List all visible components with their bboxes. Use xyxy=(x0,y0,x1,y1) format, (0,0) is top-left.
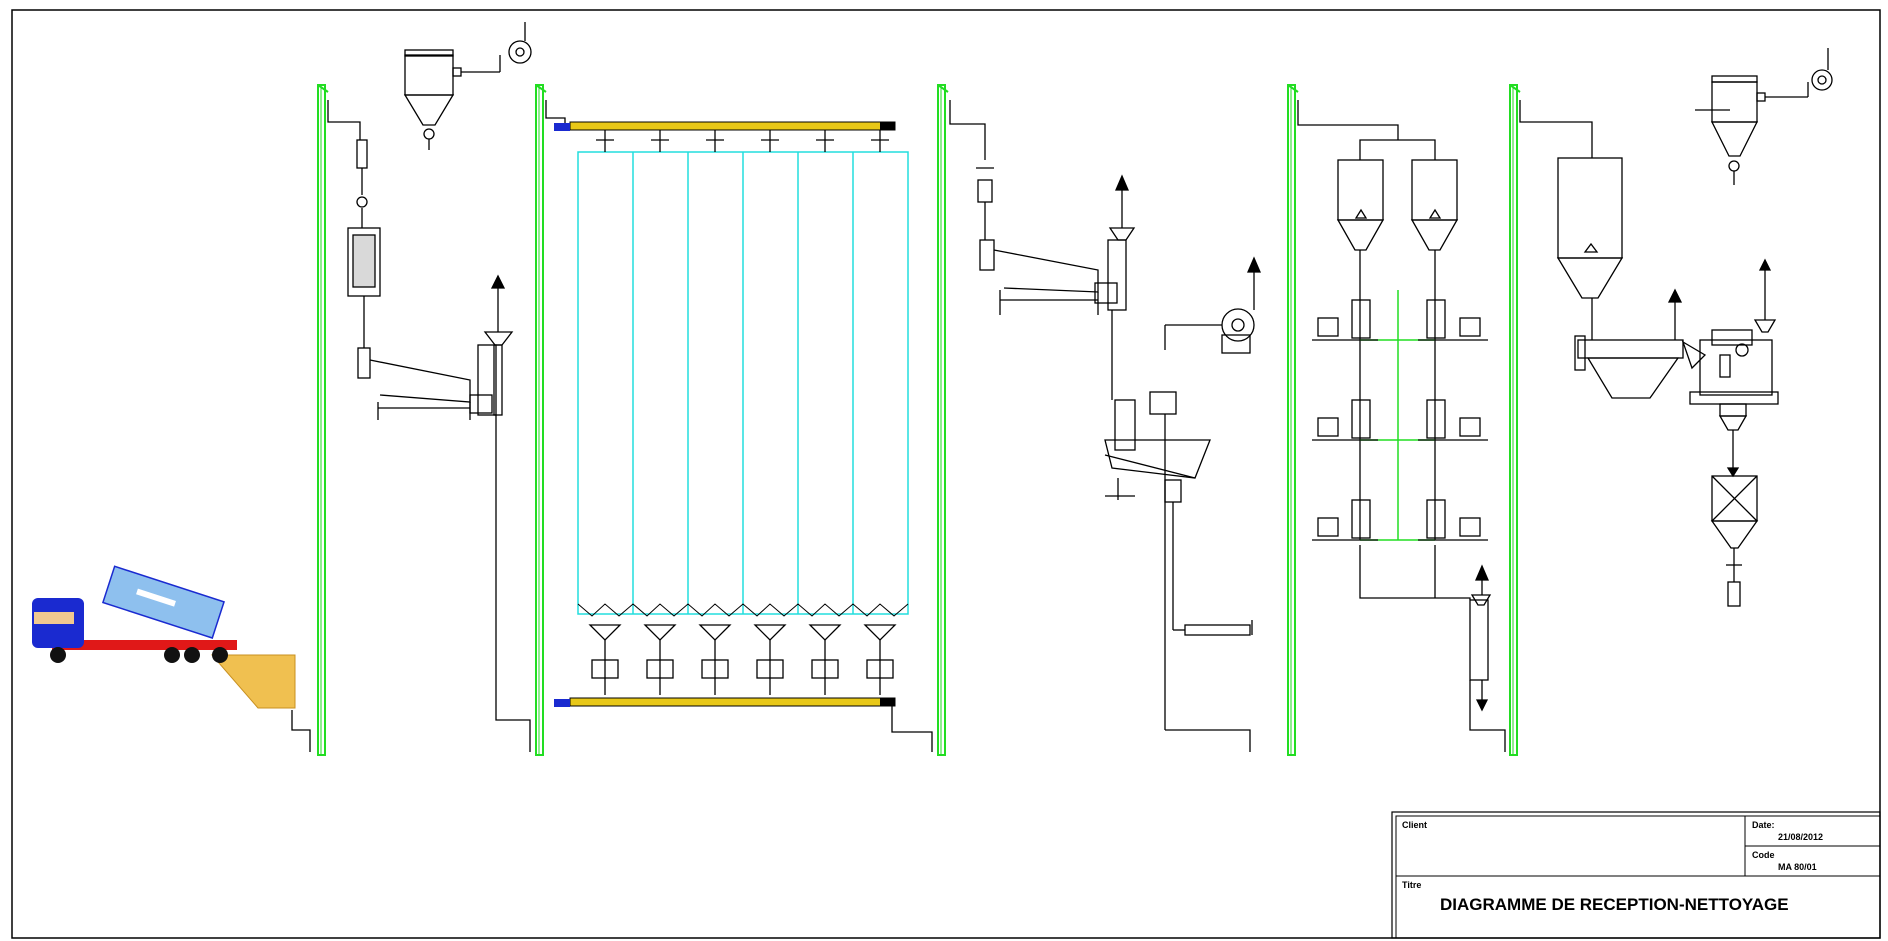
truck-wheel xyxy=(184,647,200,663)
silo-outlets xyxy=(588,624,897,695)
dust-filter-2 xyxy=(1695,48,1833,185)
final-cleaning-line xyxy=(1519,100,1779,607)
drawing-frame xyxy=(11,9,1881,939)
weighing-scales xyxy=(1312,299,1506,752)
dump-truck xyxy=(32,565,296,709)
date-value: 21/08/2012 xyxy=(1778,832,1823,842)
bottom-conveyor xyxy=(554,697,933,752)
dust-filter-1 xyxy=(403,22,532,150)
truck-tipper-window xyxy=(136,588,176,607)
bucket-elevator-3 xyxy=(937,84,949,756)
title-block: Client Date: 21/08/2012 Code MA 80/01 Ti… xyxy=(1391,811,1881,939)
code-value: MA 80/01 xyxy=(1778,862,1817,872)
client-label: Client xyxy=(1402,820,1427,830)
scale-grid-link xyxy=(1360,290,1435,541)
truck-chassis xyxy=(52,640,237,650)
grain-pile xyxy=(210,654,296,709)
pit-outlet-duct xyxy=(291,710,311,752)
truck-wheel xyxy=(164,647,180,663)
date-label: Date: xyxy=(1752,820,1775,830)
truck-wheel xyxy=(212,647,228,663)
truck-cab-window xyxy=(34,612,74,624)
titre-label: Titre xyxy=(1402,880,1421,890)
bucket-elevator-5 xyxy=(1509,84,1521,756)
bucket-elevator-4 xyxy=(1287,84,1299,756)
silo-bank xyxy=(577,151,909,617)
top-conveyor xyxy=(545,100,896,131)
bucket-elevator-1 xyxy=(317,84,329,756)
code-label: Code xyxy=(1752,850,1775,860)
pre-cleaning-line xyxy=(327,100,531,752)
bucket-elevator-2 xyxy=(535,84,547,756)
drawing-title: DIAGRAMME DE RECEPTION-NETTOYAGE xyxy=(1440,895,1789,914)
cleaning-separator-line xyxy=(949,100,1261,752)
title-block-inner xyxy=(1395,815,1881,939)
title-block-frame xyxy=(1391,811,1881,939)
buffer-bins xyxy=(1297,100,1459,540)
silo-inlets xyxy=(596,130,889,152)
truck-wheel xyxy=(50,647,66,663)
